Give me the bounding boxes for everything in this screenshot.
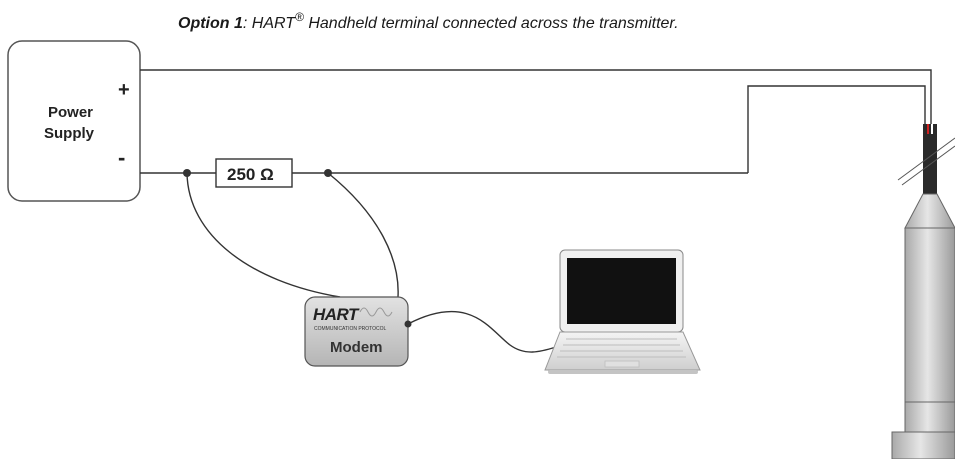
modem-lead-left <box>186 172 341 298</box>
power-supply-label-line2: Supply <box>44 125 95 142</box>
junction-dot-left <box>183 169 191 177</box>
power-supply-minus: - <box>118 145 125 170</box>
modem-logo: HART <box>313 305 360 324</box>
cable-break-marks <box>897 137 955 186</box>
modem-to-laptop-cable <box>407 310 557 353</box>
negative-wire-up <box>747 85 926 173</box>
positive-wire <box>140 69 932 124</box>
title-hart: : HART <box>243 15 296 32</box>
hart-wave-icon <box>359 307 393 317</box>
title-rest: Handheld terminal connected across the t… <box>304 15 679 32</box>
modem-lead-right <box>327 172 399 298</box>
diagram-title: Option 1: HART® Handheld terminal connec… <box>178 10 679 32</box>
power-supply-label-line1: Power <box>48 104 93 121</box>
modem-port <box>404 320 412 328</box>
laptop-icon <box>544 249 701 374</box>
resistor-label: 250 Ω <box>227 165 274 184</box>
power-supply: + Power Supply - <box>7 40 141 202</box>
wires <box>140 69 932 353</box>
transmitter <box>891 124 955 459</box>
title-emphasis: Option 1 <box>178 15 243 32</box>
hart-modem: HART COMMUNICATION PROTOCOL Modem <box>304 296 412 367</box>
resistor: 250 Ω <box>215 158 293 188</box>
title-registered: ® <box>295 10 304 24</box>
power-supply-plus: + <box>118 79 130 101</box>
modem-logo-subtitle: COMMUNICATION PROTOCOL <box>314 326 387 332</box>
modem-label: Modem <box>330 339 383 356</box>
junction-dot-right <box>324 169 332 177</box>
